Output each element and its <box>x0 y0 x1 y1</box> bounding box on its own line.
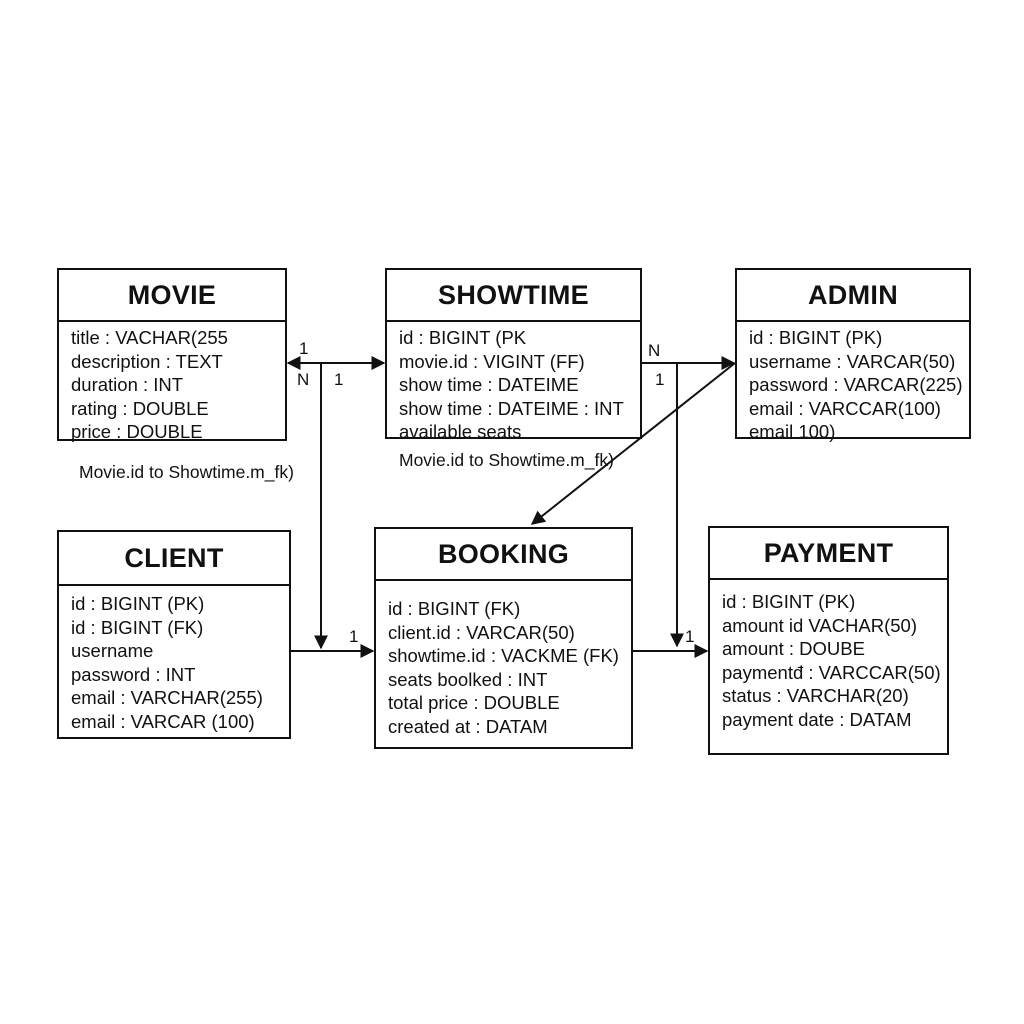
entity-booking-title: BOOKING <box>376 529 631 581</box>
attribute: paymentđ : VARCCAR(50) <box>722 661 941 683</box>
entity-movie: MOVIE title : VACHAR(255 description : T… <box>57 268 287 444</box>
attribute: client.id : VARCAR(50) <box>388 621 575 643</box>
entity-booking-attributes: id : BIGINT (FK) client.id : VARCAR(50) … <box>376 581 631 739</box>
attribute: seats boolked : INT <box>388 668 548 690</box>
cardinality-label: N <box>648 341 661 360</box>
entity-showtime: SHOWTIME id : BIGINT (PK movie.id : VIGI… <box>385 268 642 442</box>
entity-client-attributes: id : BIGINT (PK) id : BIGINT (FK) userna… <box>59 586 289 734</box>
cardinality-label: 1 <box>334 370 344 389</box>
attribute: password : INT <box>71 663 196 685</box>
entity-showtime-title: SHOWTIME <box>387 270 640 322</box>
attribute: payment date : DATAM <box>722 708 912 730</box>
cardinality-label: 1 <box>685 627 695 646</box>
entity-movie-attributes: title : VACHAR(255 description : TEXT du… <box>59 322 285 444</box>
attribute: show time : DATEIME <box>399 374 579 396</box>
attribute: username <box>71 640 154 662</box>
attribute: duration : INT <box>71 374 184 396</box>
attribute: password : VARCAR(225) <box>749 374 963 396</box>
attribute: username : VARCAR(50) <box>749 350 956 372</box>
entity-payment-title: PAYMENT <box>710 528 947 580</box>
attribute: status : VARCHAR(20) <box>722 685 909 707</box>
attribute: id : BIGINT (FK) <box>388 598 521 619</box>
attribute: title : VACHAR(255 <box>71 327 228 348</box>
attribute: price : DOUBLE <box>71 421 203 443</box>
movie-relationship-note: Movie.id to Showtime.m_fk) <box>79 462 294 482</box>
entity-admin-title: ADMIN <box>737 270 969 322</box>
attribute: id : BIGINT (PK) <box>749 327 883 348</box>
entity-client: CLIENT id : BIGINT (PK) id : BIGINT (FK)… <box>57 530 291 739</box>
attribute: email : VARCHAR(255) <box>71 687 263 709</box>
attribute: created at : DATAM <box>388 715 548 737</box>
entity-payment: PAYMENT id : BIGINT (PK) amount id VACHA… <box>708 526 949 755</box>
attribute: available seats <box>399 421 522 443</box>
attribute: description : TEXT <box>71 350 223 372</box>
entity-client-title: CLIENT <box>59 532 289 586</box>
attribute: show time : DATEIME : INT <box>399 397 624 419</box>
entity-admin-attributes: id : BIGINT (PK) username : VARCAR(50) p… <box>737 322 969 444</box>
entity-admin: ADMIN id : BIGINT (PK) username : VARCAR… <box>735 268 971 442</box>
cardinality-label: 1 <box>299 339 309 358</box>
attribute: total price : DOUBLE <box>388 692 560 714</box>
attribute: id : BIGINT (PK <box>399 327 527 348</box>
entity-payment-attributes: id : BIGINT (PK) amount id VACHAR(50) am… <box>710 580 947 732</box>
attribute: email : VARCCAR(100) <box>749 397 941 419</box>
attribute: email : VARCAR (100) <box>71 710 255 732</box>
attribute: id : BIGINT (PK) <box>71 593 205 614</box>
attribute: id : BIGINT (FK) <box>71 616 204 638</box>
attribute: amount id VACHAR(50) <box>722 614 918 636</box>
entity-booking: BOOKING id : BIGINT (FK) client.id : VAR… <box>374 527 633 749</box>
showtime-relationship-note: Movie.id to Showtime.m_fk) <box>399 450 614 470</box>
entity-showtime-attributes: id : BIGINT (PK movie.id : VIGINT (FF) s… <box>387 322 640 444</box>
cardinality-label: 1 <box>349 627 359 646</box>
cardinality-label: N <box>297 370 310 389</box>
attribute: rating : DOUBLE <box>71 397 209 419</box>
admin-booking-line <box>530 362 736 525</box>
attribute: email 100) <box>749 421 836 443</box>
attribute: showtime.id : VACKME (FK) <box>388 645 619 667</box>
attribute: id : BIGINT (PK) <box>722 591 856 612</box>
attribute: movie.id : VIGINT (FF) <box>399 350 585 372</box>
entity-movie-title: MOVIE <box>59 270 285 322</box>
attribute: amount : DOUBE <box>722 638 865 660</box>
cardinality-label: 1 <box>655 370 665 389</box>
